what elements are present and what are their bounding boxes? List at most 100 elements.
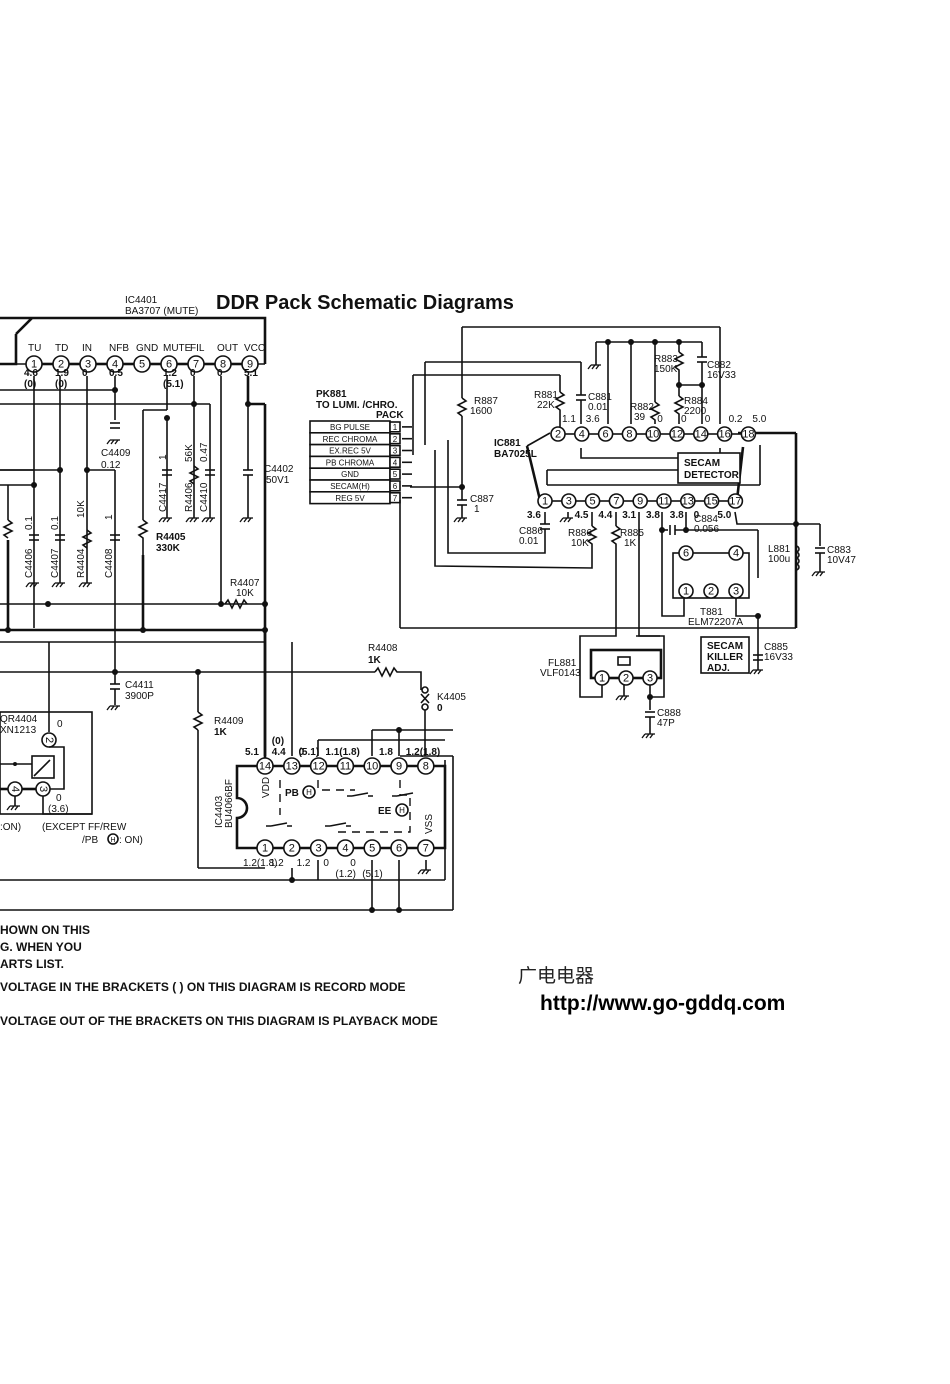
c4411-val: 3900P <box>125 691 154 702</box>
ic4403-pin-voltage: 1.2 <box>270 858 284 869</box>
fl881-pin-2: 2 <box>618 670 634 686</box>
ic4401-pin-1-number: 1 <box>31 359 37 371</box>
r4404-ref: R4404 <box>76 548 87 578</box>
pk881-desc1: TO LUMI. /CHRO. <box>316 400 398 411</box>
ic881-pin-11-number: 11 <box>658 496 669 508</box>
ic4401-pin-name: VCC <box>244 343 265 354</box>
pk881-ref: PK881 <box>316 389 347 400</box>
r885-val: 1K <box>624 538 637 549</box>
ic881-pin-12-number: 12 <box>671 429 683 441</box>
ic881-pin-1-number: 1 <box>542 496 548 508</box>
t881-pin-1-number: 1 <box>683 586 689 598</box>
pk881-row-number: 6 <box>393 482 398 491</box>
pk881-row-label: BG PULSE <box>330 423 370 432</box>
qr4404-pin2-v: 0 <box>57 719 63 730</box>
ic4403-pin-voltage: 1.2(1.8) <box>243 858 277 869</box>
pk881-pin-box <box>389 468 401 480</box>
watermark: 广电电器 http://www.go-gddq.com <box>518 965 785 1015</box>
ic4403-wiring <box>263 630 453 913</box>
ic881-pin-5: 5 <box>584 493 601 509</box>
r881-ref: R881 <box>534 390 558 401</box>
ic881-pin-10-number: 10 <box>647 429 659 441</box>
ic4403-part: BU4066BF <box>224 779 235 828</box>
ic4403-pin-10: 10 <box>363 757 382 775</box>
ic881-pin-18: 18 <box>740 426 757 442</box>
ic881-pin-6-number: 6 <box>603 429 609 441</box>
r4405-ref: R4405 <box>156 532 186 543</box>
l881-val: 100u <box>768 554 790 565</box>
secam-killer-adj: SECAM KILLER ADJ. <box>700 636 750 674</box>
ic881-wiring: R887 1600 C887 1 R881 22K C881 0.01 R882… <box>399 326 856 675</box>
fl881-val: VLF0143 <box>540 668 581 679</box>
c888-ref: C888 <box>657 708 681 719</box>
ic4401-part: BA3707 (MUTE) <box>125 306 198 317</box>
c886-val: 0.01 <box>519 536 539 547</box>
ic881-pin-13: 13 <box>679 493 696 509</box>
c4409-val: 0.12 <box>101 460 121 471</box>
ic881-pin-8-number: 8 <box>626 429 632 441</box>
qr4404-pin3-v: 0 <box>56 793 62 804</box>
ic4401-pin-voltage: 0.5 <box>109 368 123 379</box>
ic881-pin-14-number: 14 <box>695 429 707 441</box>
ic881-pin-6: 6 <box>597 426 614 442</box>
r4404-val: 10K <box>76 500 87 518</box>
c881-val: 0.01 <box>588 402 608 413</box>
fl881-pin-2-number: 2 <box>623 673 629 685</box>
ic881-pin-16-number: 16 <box>718 429 730 441</box>
ic881-pin-voltage: 3.6 <box>527 510 541 521</box>
ic4403-pin-3-number: 3 <box>316 843 322 855</box>
pk881-row-label: REG 5V <box>335 494 365 503</box>
ic881-pin-voltage: 5.0 <box>717 510 731 521</box>
ic881-pin-voltage: 3.8 <box>670 510 684 521</box>
t881-pin-6-number: 6 <box>683 548 689 560</box>
ic4403-vdd: VDD <box>261 777 272 798</box>
ic4401-pin-name: FIL <box>190 343 205 354</box>
pk881-pin-box <box>389 480 401 492</box>
c4408-ref: C4408 <box>104 548 115 578</box>
ic4403-pin-9-number: 9 <box>396 761 402 773</box>
ic4403-pin-13: 13 <box>282 757 301 775</box>
pk881-desc2: PACK <box>376 410 404 421</box>
ic4403-pin-voltage: 1.8 <box>379 747 393 758</box>
ic4401-pin-record-voltage: (0) <box>24 379 36 390</box>
ic881-pin-voltage: 1.1 <box>562 414 576 425</box>
watermark-url: http://www.go-gddq.com <box>540 992 785 1015</box>
c4407-val: 0.1 <box>50 516 61 530</box>
r4409-ref: R4409 <box>214 716 244 727</box>
qr4404-note-1: (EXCEPT FF/REW <box>42 822 127 833</box>
r887-val: 1600 <box>470 406 493 417</box>
c884-ref: C884 <box>694 514 718 525</box>
ic881-pin-7: 7 <box>608 493 625 509</box>
t881-pin-3-number: 3 <box>733 586 739 598</box>
r886-val: 10K <box>571 538 589 549</box>
ic4403-pin-7: 7 <box>416 839 435 857</box>
r885-ref: R885 <box>620 528 644 539</box>
r887-ref: R887 <box>474 396 498 407</box>
ic4401-pin-3-number: 3 <box>85 359 91 371</box>
ic4403-pin-voltage: 4.4 <box>272 747 286 758</box>
ic4401-pin-8-number: 8 <box>220 359 226 371</box>
ic4403-pin-8: 8 <box>416 757 435 775</box>
ic881-pin-15: 15 <box>703 493 720 509</box>
ic881-pin-3: 3 <box>560 493 577 509</box>
t881-pin-4: 4 <box>728 545 744 561</box>
svg-text:2: 2 <box>43 737 55 743</box>
ic881-pin-9: 9 <box>632 493 649 509</box>
r4406-ref: R4406 <box>184 482 195 512</box>
t881-pin-4-number: 4 <box>733 548 739 560</box>
c887-ref: C887 <box>470 494 494 505</box>
ic4403-pin-voltage: 0 <box>299 747 305 758</box>
svg-text:4: 4 <box>9 786 21 792</box>
ic4401-pin-9: 9 <box>241 355 259 373</box>
ic881-pin-16: 16 <box>716 426 733 442</box>
ic4401-pin-name: IN <box>82 343 92 354</box>
ic4403-pin-9: 9 <box>390 757 408 775</box>
ic4403-pin-11: 11 <box>336 757 355 775</box>
ic881-pin-18-number: 18 <box>742 429 754 441</box>
r4409-val: 1K <box>214 727 228 738</box>
c882-val: 16V33 <box>707 370 736 381</box>
ic4401-pin-voltage: 1.2 <box>163 368 177 379</box>
secam-detector-line2: DETECTOR <box>684 470 740 481</box>
ic881-pin-2-number: 2 <box>555 429 561 441</box>
